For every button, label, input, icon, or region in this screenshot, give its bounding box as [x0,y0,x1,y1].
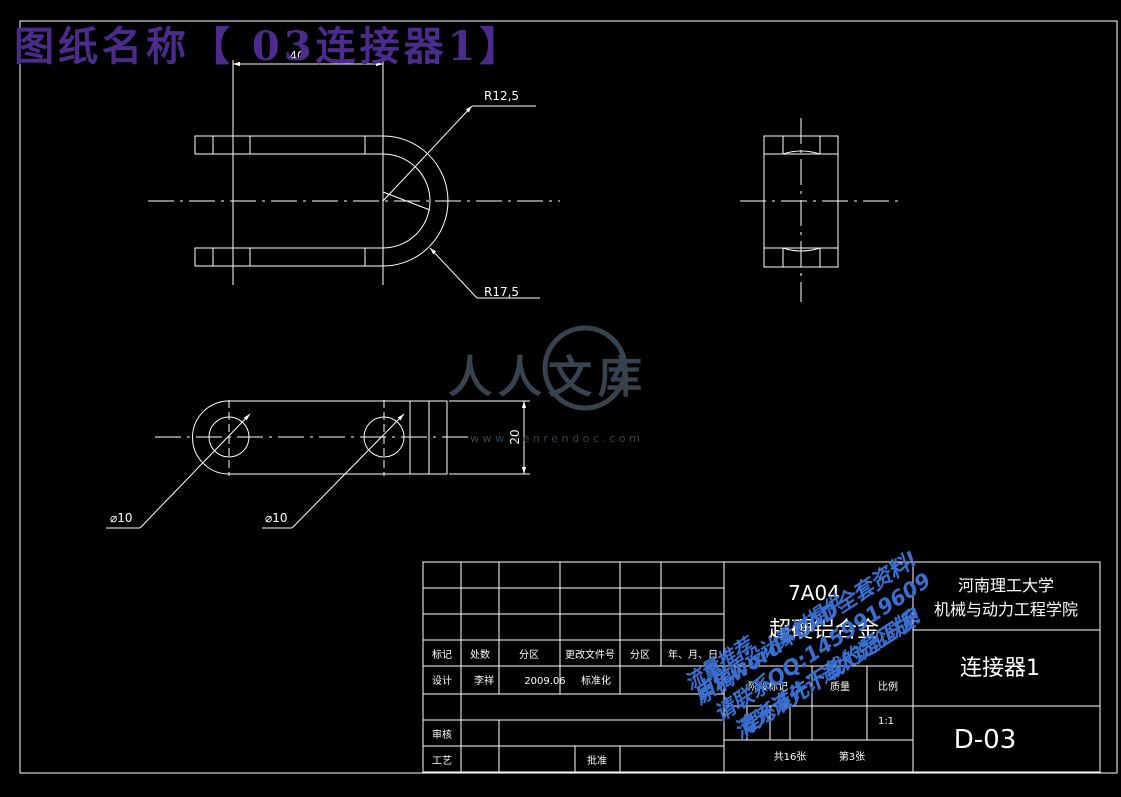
review-label: 审核 [432,728,452,741]
front-view [148,60,560,299]
side-view [740,118,900,302]
dim-hole-left-label: ⌀10 [110,511,133,525]
sheet-border [19,20,1118,774]
title-block [422,561,1101,773]
top-view [106,400,530,529]
approve-label: 批准 [587,754,607,767]
material-code: 7A04 [788,581,840,605]
university-name: 河南理工大学 [958,576,1054,595]
header-mark: 标记 [432,649,452,661]
dim-r17-label: R17,5 [484,285,519,299]
college-name: 机械与动力工程学院 [934,600,1078,619]
dim-40-label: 40 [289,49,304,63]
logo-url: w w w . r e n r e n d o c . c o m [470,432,640,445]
part-name: 连接器1 [960,656,1040,681]
dim-hole-right-label: ⌀10 [265,511,288,525]
promo-watermark: 原稿word+CAD全套资料! 请联系QQ:1459919609 清光谁先下载的… [681,547,935,744]
design-date: 2009.06 [524,676,565,687]
stage-label: 阶段标记 [748,680,788,693]
total-sheets: 共16张 [774,751,807,763]
logo-text: 人人文库 [448,352,648,403]
designer-name: 李祥 [474,674,494,687]
drawing-number: D-03 [954,725,1017,755]
header-change-doc: 更改文件号 [565,648,615,661]
standardize-label: 标准化 [581,674,611,687]
dim-20-label: 20 [508,429,522,444]
header-zone-2: 分区 [630,649,650,661]
dim-r12-label: R12,5 [484,89,519,103]
scale-value: 1:1 [878,716,894,727]
title-block-labels: 标记 处数 分区 更改文件号 分区 年、月、日 设计 李祥 2009.06 标准… [432,648,898,767]
title-block-main: 7A04 超硬铝合金 河南理工大学 机械与动力工程学院 连接器1 D-03 [769,576,1078,755]
logo-mark: 人人文库 w w w . r e n r e n d o c . c o m [448,325,648,445]
mass-label: 质量 [830,681,850,693]
sheet-number: 第3张 [839,750,865,763]
scale-label: 比例 [878,680,898,693]
drawing-title: 图纸名称【 03连接器1】 [14,23,524,70]
process-label: 工艺 [432,755,452,767]
watermark: 人人文库 w w w . r e n r e n d o c . c o m 原… [448,325,935,744]
header-zone: 分区 [519,649,539,661]
header-count: 处数 [470,648,490,661]
design-label: 设计 [432,674,452,687]
header-date: 年、月、日 [668,648,718,661]
material-name: 超硬铝合金 [769,618,879,643]
